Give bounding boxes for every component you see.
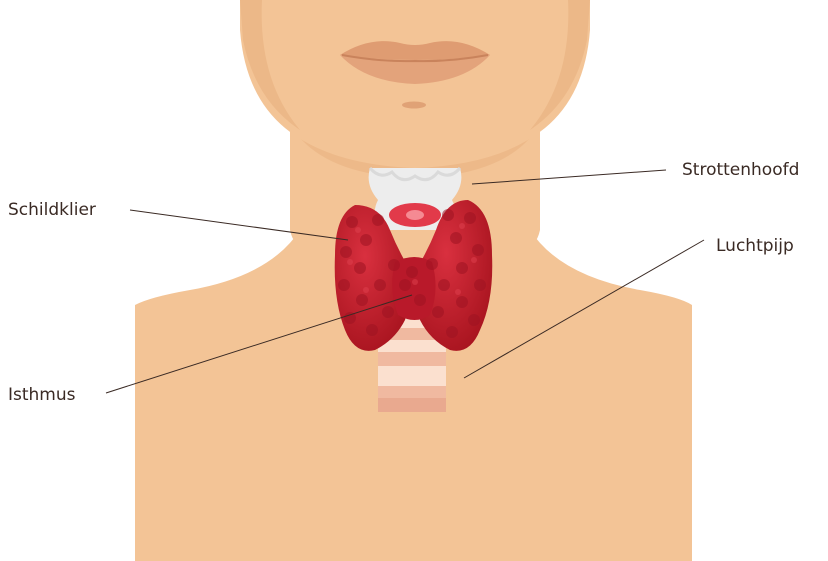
label-schildklier: Schildklier (8, 200, 96, 220)
label-isthmus: Isthmus (8, 385, 76, 405)
label-luchtpijp: Luchtpijp (716, 236, 794, 256)
chin-dimple (402, 102, 426, 109)
label-strottenhoofd: Strottenhoofd (682, 160, 799, 180)
